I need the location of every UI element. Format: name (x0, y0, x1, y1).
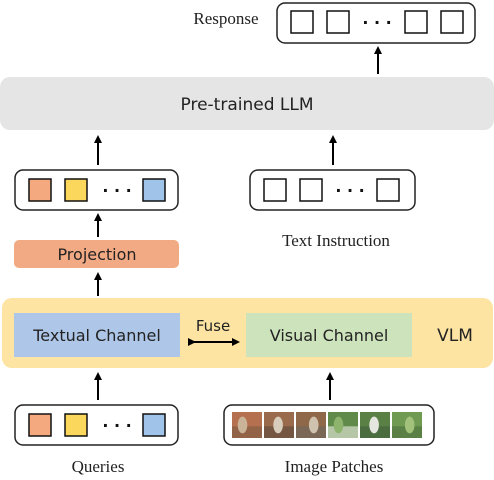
baseball-field-image-ground (328, 426, 358, 438)
baseball-player-image (360, 412, 390, 438)
baseball-grass-image-ground (392, 426, 422, 438)
baseball-batter-image-figure (273, 416, 283, 434)
response-ellipsis: · · · (362, 13, 391, 32)
query-token-orange (28, 413, 52, 437)
image-patch-strip (232, 412, 422, 438)
baseball-catcher-image-ground (296, 426, 326, 438)
baseball-player-image-figure (369, 416, 379, 434)
projected-ellipsis: · · · (102, 181, 131, 200)
instruction-token-row: · · · (249, 169, 416, 211)
response-token-2 (326, 10, 350, 34)
baseball-catcher-image (296, 412, 326, 438)
instruction-ellipsis: · · · (335, 181, 364, 200)
baseball-batter-image (264, 412, 294, 438)
baseball-field-image-figure (333, 416, 344, 434)
baseball-catcher-image-figure (308, 416, 319, 434)
projected-token-yellow (64, 178, 88, 202)
fuse-label: Fuse (196, 317, 230, 335)
textual-channel-label: Textual Channel (32, 326, 161, 345)
response-token-4 (440, 10, 464, 34)
response-token-1 (290, 10, 314, 34)
projected-token-row: · · · (14, 169, 179, 211)
query-token-frame (14, 404, 179, 446)
projection-box (14, 240, 179, 268)
textual-channel-box (14, 313, 180, 357)
image-patches-label: Image Patches (285, 457, 384, 476)
query-ellipsis: · · · (102, 416, 131, 435)
baseball-pitcher-image-figure (237, 416, 248, 434)
baseball-grass-image-figure (404, 416, 415, 434)
instruction-token-3 (376, 178, 400, 202)
projected-token-frame (14, 169, 179, 211)
visual-channel-box (246, 313, 412, 357)
response-label: Response (193, 9, 258, 28)
response-token-3 (404, 10, 428, 34)
response-token-row: · · · (276, 2, 476, 44)
query-token-row: · · · (14, 404, 179, 446)
projected-token-blue (142, 178, 166, 202)
baseball-grass-image (392, 412, 422, 438)
query-token-yellow (64, 413, 88, 437)
vlm-label: VLM (437, 326, 473, 346)
instruction-token-frame (249, 169, 416, 211)
text-instruction-label: Text Instruction (282, 231, 390, 250)
visual-channel-label: Visual Channel (270, 326, 389, 345)
projection-label: Projection (57, 245, 136, 264)
projected-token-orange (28, 178, 52, 202)
instruction-token-2 (299, 178, 323, 202)
queries-label: Queries (72, 457, 125, 476)
baseball-field-image (328, 412, 358, 438)
baseball-pitcher-image-ground (232, 426, 262, 438)
llm-label: Pre-trained LLM (181, 95, 314, 115)
instruction-token-1 (263, 178, 287, 202)
baseball-pitcher-image (232, 412, 262, 438)
query-token-blue (142, 413, 166, 437)
llm-box (0, 77, 494, 130)
